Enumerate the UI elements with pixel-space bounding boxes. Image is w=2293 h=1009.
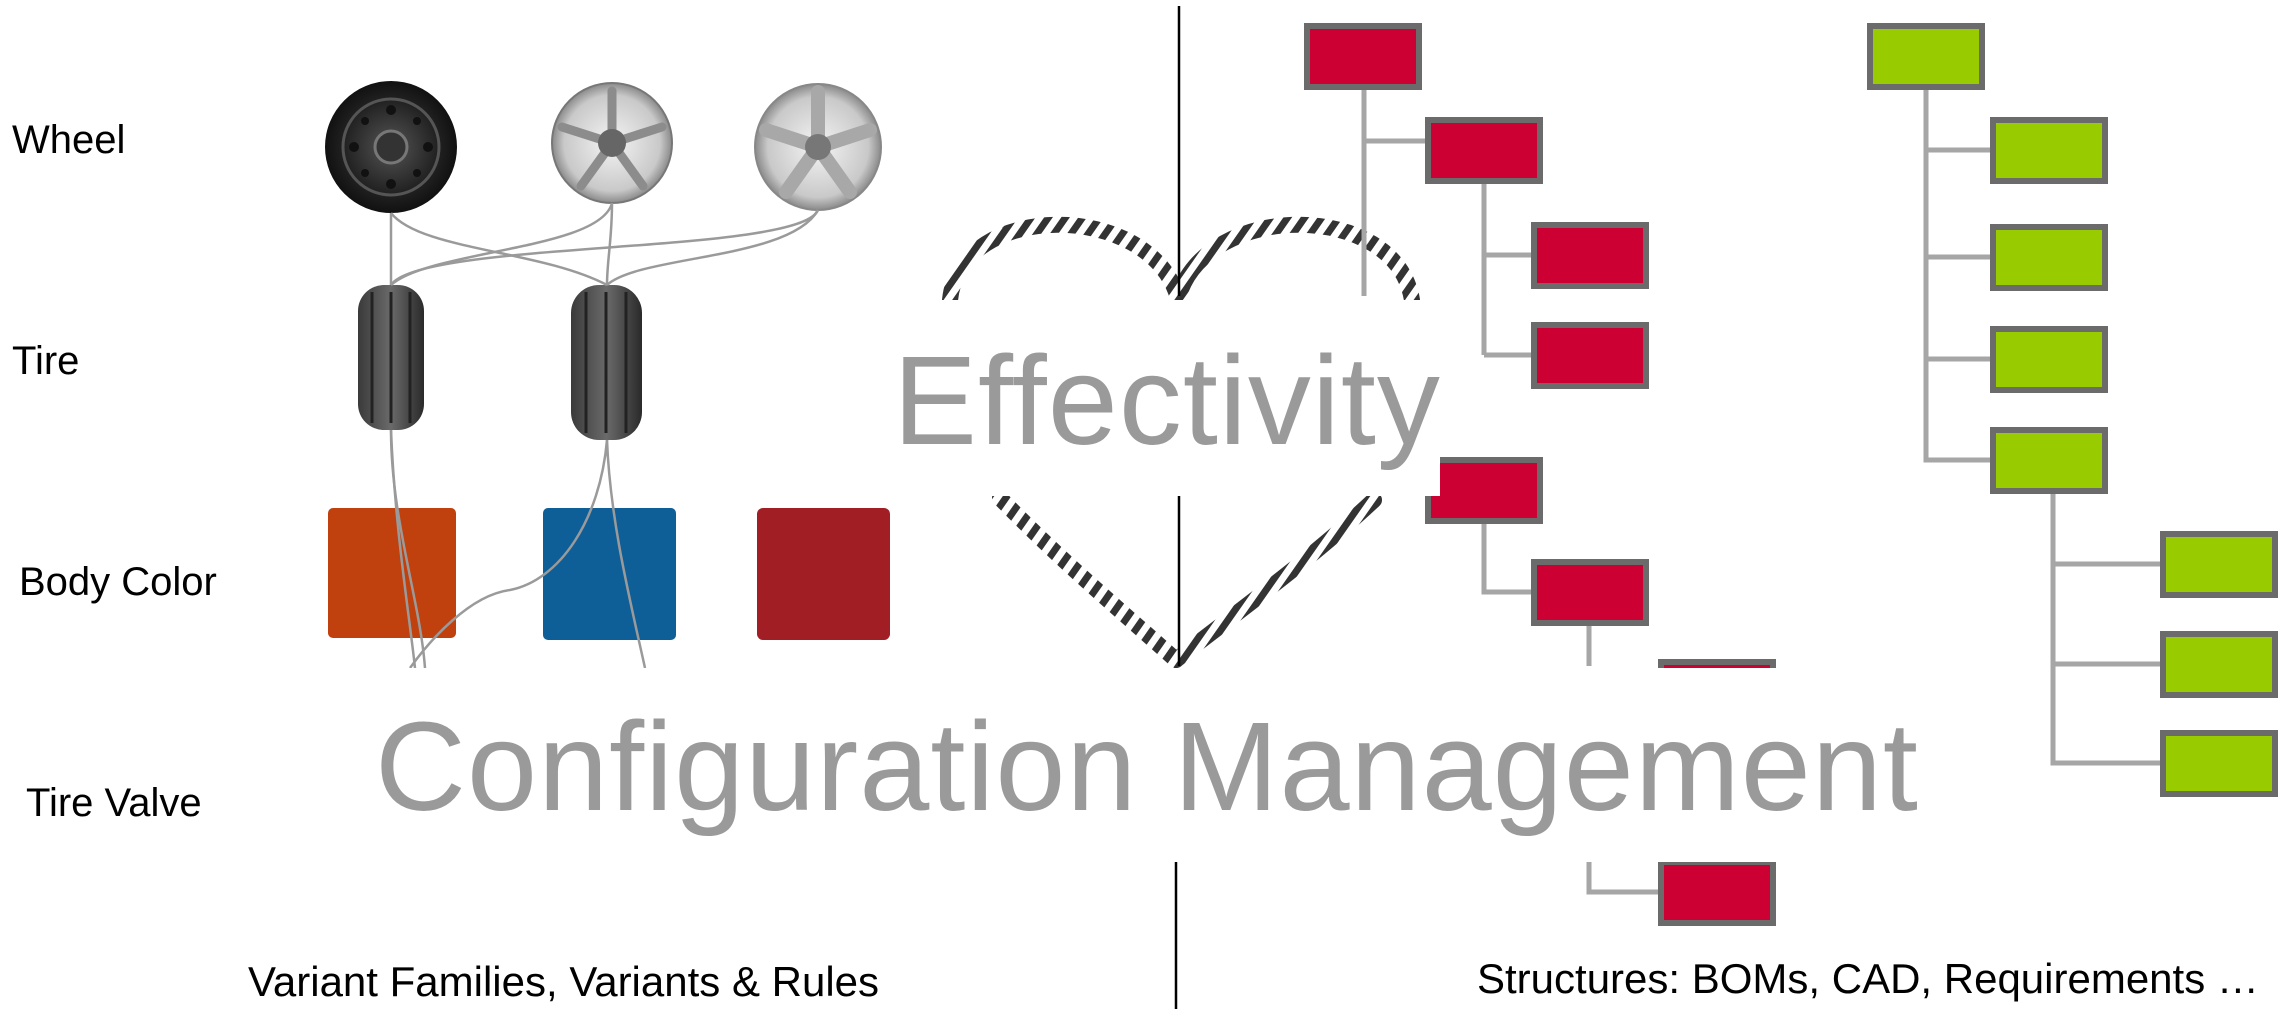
green-structure-node [1990,427,2108,494]
red-bom-node [1658,859,1776,926]
variant-rule-lines [389,202,820,669]
wheel-variant-1 [325,81,457,213]
red-structure-connectors [1361,87,1661,895]
red-bom-node [1425,457,1543,524]
row-label-tire: Tire [12,339,80,383]
section-divider [1174,6,1181,1009]
green-structure-node [2160,730,2278,797]
green-structure-node [1867,23,1985,90]
configuration-management-backdrop [310,668,2010,862]
green-structure-node [1990,117,2108,184]
caption-structures: Structures: BOMs, CAD, Requirements … [1477,955,2259,1002]
tire-variant-1 [358,285,424,430]
red-bom-node [1531,222,1649,289]
wheel-variant-3 [754,83,882,211]
caption-variants: Variant Families, Variants & Rules [248,958,880,1005]
red-bom-node [1425,117,1543,184]
row-label-wheel: Wheel [12,118,126,162]
heart-outline-icon [942,216,1420,668]
wheel-variant-2 [551,82,673,204]
green-structure-node [1990,224,2108,291]
green-structure-node [2160,631,2278,698]
row-label-tire-valve: Tire Valve [26,781,202,825]
effectivity-backdrop [880,300,1440,496]
body-color-swatch-orange [328,508,456,638]
red-bom-node [1531,322,1649,389]
tire-variant-2 [571,285,642,440]
red-bom-node [1304,23,1422,90]
green-structure-nodes [1867,23,2278,797]
green-structure-node [1990,326,2108,393]
red-bom-node [1531,559,1649,626]
body-color-swatch-blue [543,508,676,640]
body-color-swatch-red [757,508,890,640]
effectivity-title: Effectivity [893,330,1441,471]
row-label-body-color: Body Color [19,560,217,604]
green-structure-connectors [1923,87,2163,766]
green-structure-node [2160,531,2278,598]
configuration-management-title: Configuration Management [375,696,1919,837]
